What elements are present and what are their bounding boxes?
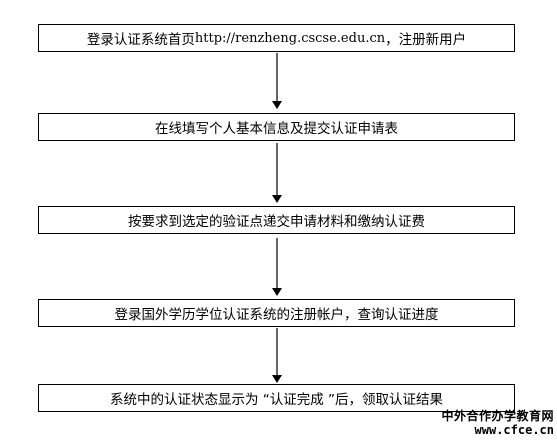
step-3-text: 按要求到选定的验证点递交申请材料和缴纳认证费 [128,214,425,230]
step-3-submit-materials-box: 按要求到选定的验证点递交申请材料和缴纳认证费 [38,206,515,234]
step-4-check-progress-box: 登录国外学历学位认证系统的注册帐户，查询认证进度 [38,299,515,327]
step-1-register-box: 登录认证系统首页 http://renzheng.cscse.edu.cn，注册… [38,24,515,52]
step-4-text: 登录国外学历学位认证系统的注册帐户，查询认证进度 [114,307,439,323]
watermark-site-url: www.cfce.cn [474,423,554,437]
step-5-text: 系统中的认证状态显示为 “认证完成 ”后，领取认证结果 [109,392,444,408]
step-1-text-after: ，注册新用户 [385,32,467,48]
watermark-site-name: 中外合作办学教育网 [441,409,554,423]
step-1-url-link[interactable]: http://renzheng.cscse.edu.cn [194,30,386,46]
step-1-text-before: 登录认证系统首页 [86,32,195,48]
step-2-text: 在线填写个人基本信息及提交认证申请表 [155,121,398,137]
step-5-collect-result-box: 系统中的认证状态显示为 “认证完成 ”后，领取认证结果 [38,384,515,412]
step-2-fill-info-box: 在线填写个人基本信息及提交认证申请表 [38,113,515,141]
